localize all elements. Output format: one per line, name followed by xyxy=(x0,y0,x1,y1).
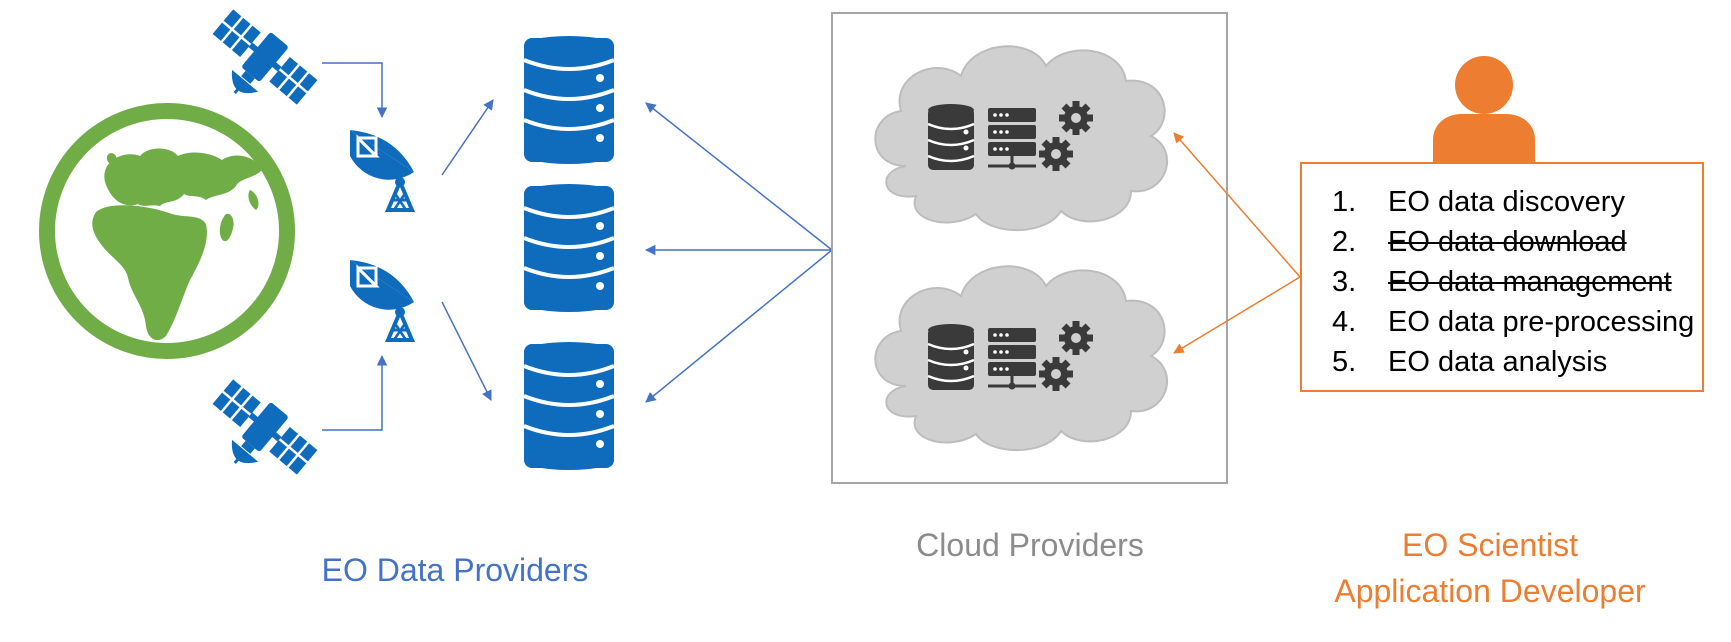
ground-antenna-icon xyxy=(348,123,417,212)
task-number: 2. xyxy=(1332,226,1357,258)
task-number: 1. xyxy=(1332,186,1357,218)
scientist-to-cloud-arrows xyxy=(1173,132,1301,354)
task-text: EO data download xyxy=(1388,226,1627,258)
task-number: 3. xyxy=(1332,266,1357,298)
task-item: 4. EO data pre-processing xyxy=(1302,302,1702,342)
task-item: 2. EO data download xyxy=(1302,222,1702,262)
database-icon xyxy=(522,182,616,314)
cloud-providers-label: Cloud Providers xyxy=(916,527,1144,563)
task-item: 3. EO data management xyxy=(1302,262,1702,302)
downlink-arrows xyxy=(322,62,494,431)
satellite-icon xyxy=(191,372,324,500)
eo-data-providers-label: EO Data Providers xyxy=(321,552,589,588)
earth-icon xyxy=(39,103,295,359)
cloud-icon xyxy=(873,44,1169,232)
cloud-to-data-arrows xyxy=(644,102,833,403)
task-item: 1. EO data discovery xyxy=(1302,182,1702,222)
satellite-icon xyxy=(191,2,324,130)
cloud-providers-frame xyxy=(831,12,1228,484)
workflow-task-list: 1. EO data discovery 2. EO data download 3. E… xyxy=(1302,164,1702,382)
task-text: EO data analysis xyxy=(1388,346,1608,378)
task-number: 5. xyxy=(1332,346,1357,378)
task-number: 4. xyxy=(1332,306,1357,338)
task-text: EO data management xyxy=(1388,266,1672,298)
eo-scientist-label: EO Scientist xyxy=(1401,527,1579,563)
database-icon xyxy=(522,34,616,166)
task-text: EO data discovery xyxy=(1388,186,1625,218)
database-icon xyxy=(522,340,616,472)
application-developer-label: Application Developer xyxy=(1334,573,1646,609)
user-icon xyxy=(1433,56,1535,162)
workflow-task-box: 1. EO data discovery 2. EO data download 3. E… xyxy=(1300,162,1704,392)
task-text: EO data pre-processing xyxy=(1388,306,1695,338)
task-item: 5. EO data analysis xyxy=(1302,342,1702,382)
ground-antenna-icon xyxy=(348,253,417,342)
cloud-icon xyxy=(873,264,1169,452)
